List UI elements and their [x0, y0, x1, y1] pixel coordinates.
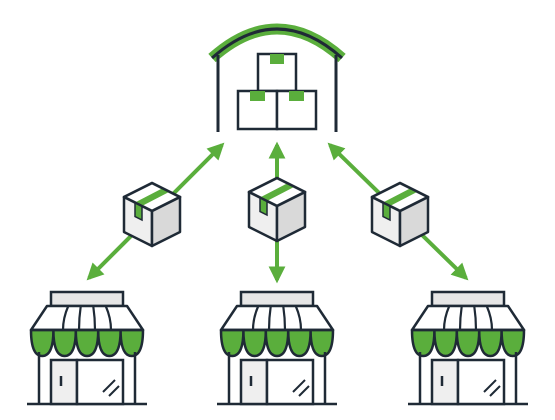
storefront-icon [27, 290, 147, 406]
warehouse-icon [208, 23, 346, 132]
packages-layer [122, 176, 430, 248]
package-box-icon [370, 181, 430, 248]
package-box-icon [122, 181, 182, 248]
storefront-icon [217, 290, 337, 406]
storefront-icon [408, 290, 528, 406]
stores-layer [27, 290, 528, 406]
package-box-icon [247, 176, 307, 243]
